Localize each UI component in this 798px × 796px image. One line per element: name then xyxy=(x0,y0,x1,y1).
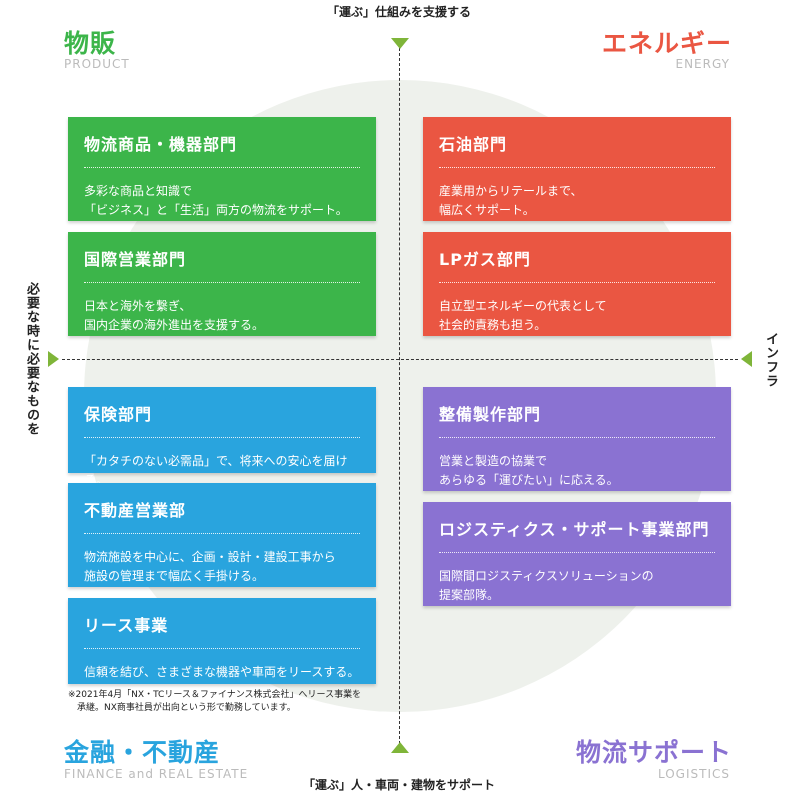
card-logistics-products[interactable]: 物流商品・機器部門 多彩な商品と知識で 「ビジネス」と「生活」両方の物流をサポー… xyxy=(68,117,376,221)
card-title: 国際営業部門 xyxy=(84,246,360,283)
card-real-estate[interactable]: 不動産営業部 物流施設を中心に、企画・設計・建設工事から 施設の管理まで幅広く手… xyxy=(68,483,376,587)
card-title: 整備製作部門 xyxy=(439,401,715,438)
quadrant-subtitle-product: PRODUCT xyxy=(64,57,130,71)
vertical-axis xyxy=(399,48,400,744)
axis-label-right: インフラ xyxy=(763,332,778,388)
card-lp-gas[interactable]: LPガス部門 自立型エネルギーの代表として 社会的責務も担う。 xyxy=(423,232,731,336)
card-title: リース事業 xyxy=(84,612,360,649)
axis-label-top: 「運ぶ」仕組みを支援する xyxy=(326,5,471,19)
card-insurance[interactable]: 保険部門 「カタチのない必需品」で、将来への安心を届ける。 xyxy=(68,387,376,487)
axis-label-left: 必要な時に必要なものを xyxy=(24,282,39,436)
arrow-down-icon xyxy=(391,38,409,49)
card-title: 不動産営業部 xyxy=(84,497,360,534)
card-title: 保険部門 xyxy=(84,401,360,438)
card-maintenance-manufacturing[interactable]: 整備製作部門 営業と製造の協業で あらゆる「運びたい」に応える。 xyxy=(423,387,731,491)
card-description: 国際間ロジスティクスソリューションの 提案部隊。 xyxy=(439,569,654,602)
horizontal-axis xyxy=(62,359,738,360)
quadrant-title-finance: 金融・不動産 xyxy=(64,738,221,767)
arrow-left-icon xyxy=(741,351,752,367)
card-description: 多彩な商品と知識で 「ビジネス」と「生活」両方の物流をサポート。 xyxy=(84,184,348,217)
arrow-up-icon xyxy=(391,742,409,753)
quadrant-subtitle-energy: ENERGY xyxy=(675,57,730,71)
card-international-sales[interactable]: 国際営業部門 日本と海外を繋ぎ、 国内企業の海外進出を支援する。 xyxy=(68,232,376,336)
card-petroleum[interactable]: 石油部門 産業用からリテールまで、 幅広くサポート。 xyxy=(423,117,731,221)
quadrant-title-logistics: 物流サポート xyxy=(575,738,732,767)
card-title: ロジスティクス・サポート事業部門 xyxy=(439,516,715,553)
card-description: 営業と製造の協業で あらゆる「運びたい」に応える。 xyxy=(439,454,619,487)
axis-label-bottom: 「運ぶ」人・車両・建物をサポート xyxy=(302,778,495,792)
quadrant-subtitle-finance: FINANCE and REAL ESTATE xyxy=(64,767,249,781)
card-description: 自立型エネルギーの代表として 社会的責務も担う。 xyxy=(439,299,607,332)
arrow-right-icon xyxy=(48,351,59,367)
card-logistics-support[interactable]: ロジスティクス・サポート事業部門 国際間ロジスティクスソリューションの 提案部隊… xyxy=(423,502,731,606)
quadrant-title-product: 物販 xyxy=(64,29,117,58)
card-title: 石油部門 xyxy=(439,131,715,168)
card-description: 物流施設を中心に、企画・設計・建設工事から 施設の管理まで幅広く手掛ける。 xyxy=(84,550,336,583)
card-description: 日本と海外を繋ぎ、 国内企業の海外進出を支援する。 xyxy=(84,299,265,332)
card-title: LPガス部門 xyxy=(439,246,715,283)
card-description: 産業用からリテールまで、 幅広くサポート。 xyxy=(439,184,583,217)
quadrant-title-energy: エネルギー xyxy=(601,29,732,58)
lease-footnote: ※2021年4月「NX・TCリース＆ファイナンス株式会社」へリース事業を 承継。… xyxy=(68,690,362,713)
card-title: 物流商品・機器部門 xyxy=(84,131,360,168)
card-description: 信頼を結び、さまざまな機器や車両をリースする。 xyxy=(84,665,360,679)
card-lease[interactable]: リース事業 信頼を結び、さまざまな機器や車両をリースする。 xyxy=(68,598,376,684)
quadrant-subtitle-logistics: LOGISTICS xyxy=(657,767,730,781)
